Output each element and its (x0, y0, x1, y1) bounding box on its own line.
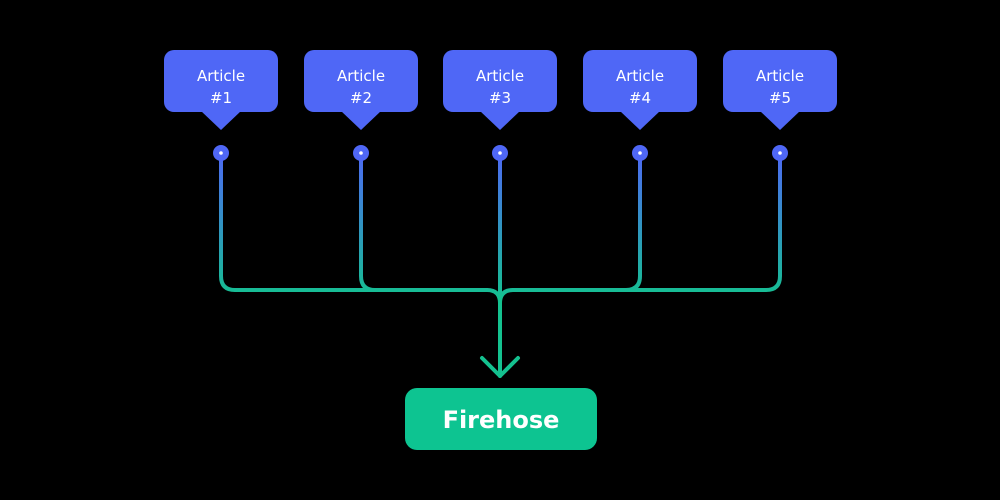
connector-line-2 (359, 151, 489, 292)
article-label-line1: Article (337, 67, 385, 85)
target-node: Firehose (405, 388, 597, 450)
bubble-pointer (201, 111, 241, 130)
junction-dot-3 (492, 145, 508, 161)
article-bubble (443, 50, 557, 112)
junction-dot-1 (213, 145, 229, 161)
article-node-3: Article #3 (443, 50, 557, 130)
junction-dot-4 (632, 145, 648, 161)
article-node-2: Article #2 (304, 50, 418, 130)
article-label-line2: #5 (769, 89, 791, 107)
bubble-pointer (480, 111, 520, 130)
article-label-line1: Article (756, 67, 804, 85)
arrow-head-icon (480, 356, 520, 378)
bubble-pointer (620, 111, 660, 130)
article-node-1: Article #1 (164, 50, 278, 130)
article-label-line1: Article (476, 67, 524, 85)
article-label-line1: Article (197, 67, 245, 85)
connector-line-4 (511, 151, 642, 292)
article-node-4: Article #4 (583, 50, 697, 130)
article-bubble (304, 50, 418, 112)
bubble-pointer (341, 111, 381, 130)
target-label: Firehose (443, 406, 560, 434)
junction-dot-2 (353, 145, 369, 161)
bubble-pointer (760, 111, 800, 130)
article-label-line2: #2 (350, 89, 372, 107)
junction-dots (213, 145, 788, 161)
target-box (405, 388, 597, 450)
article-bubble (164, 50, 278, 112)
trunk-line (480, 151, 520, 378)
article-label-line2: #3 (489, 89, 511, 107)
article-bubble (723, 50, 837, 112)
article-bubble (583, 50, 697, 112)
article-label-line1: Article (616, 67, 664, 85)
article-label-line2: #4 (629, 89, 651, 107)
article-node-5: Article #5 (723, 50, 837, 130)
junction-dot-5 (772, 145, 788, 161)
article-label-line2: #1 (210, 89, 232, 107)
